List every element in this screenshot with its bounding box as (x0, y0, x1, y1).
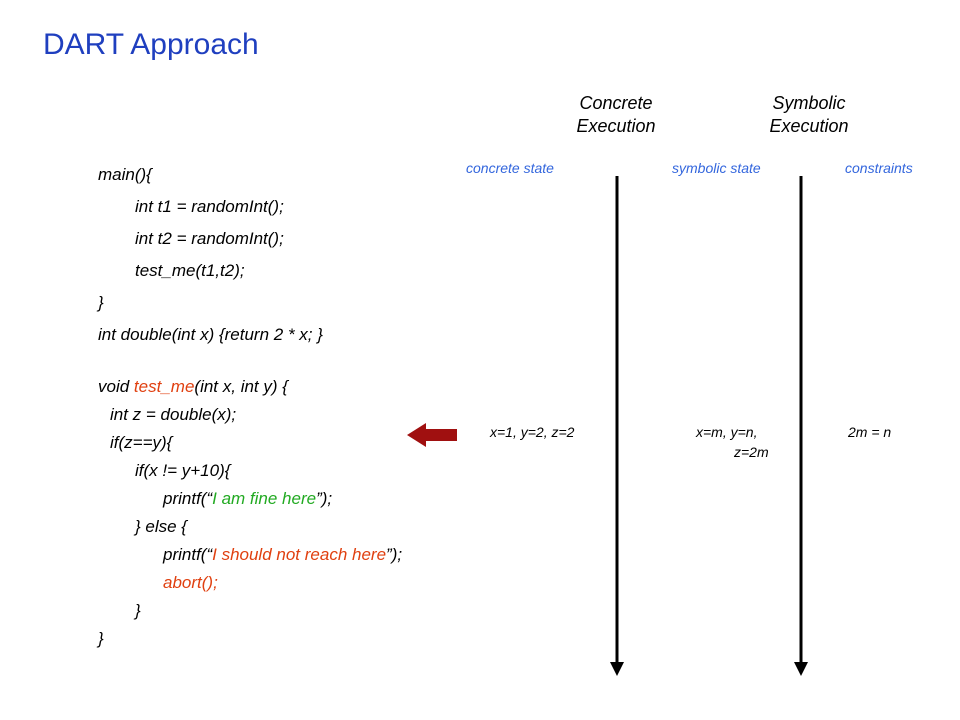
symbolic-state-value-line2: z=2m (734, 444, 769, 460)
code-line-2: int t1 = randomInt(); (135, 197, 284, 216)
code-line-11: printf(“I am fine here”); (163, 489, 332, 509)
code-printf-open-1: printf(“ (163, 489, 213, 508)
code-test-me-params: (int x, int y) { (194, 377, 288, 396)
concrete-state-value: x=1, y=2, z=2 (490, 424, 575, 440)
code-void-keyword: void (98, 377, 134, 396)
constraints-label: constraints (845, 160, 913, 176)
current-line-arrow-icon (407, 423, 457, 447)
symbolic-header-line2: Execution (769, 116, 849, 136)
code-test-me-name: test_me (133, 377, 195, 396)
code-line-16: } (98, 629, 104, 648)
code-line-4: test_me(t1,t2); (135, 261, 245, 280)
symbolic-state-value-line1: x=m, y=n, (696, 424, 758, 440)
code-line-8: int z = double(x); (110, 405, 237, 424)
code-line-1: main(){ (98, 165, 152, 184)
code-line-5: } (98, 293, 104, 312)
code-not-reach-string: I should not reach here (212, 545, 387, 564)
code-printf-open-2: printf(“ (163, 545, 213, 564)
code-printf-close-1: ”); (316, 489, 333, 508)
code-line-14: abort(); (163, 573, 218, 592)
concrete-header-line2: Execution (576, 116, 656, 136)
code-line-9: if(z==y){ (110, 433, 173, 452)
concrete-execution-header: Concrete Execution (536, 92, 696, 138)
code-printf-close-2: ”); (386, 545, 403, 564)
code-line-13: printf(“I should not reach here”); (163, 545, 402, 565)
symbolic-state-label: symbolic state (672, 160, 761, 176)
code-line-3: int t2 = randomInt(); (135, 229, 284, 248)
code-line-7: void test_me(int x, int y) { (98, 377, 288, 397)
page-title: DART Approach (43, 28, 259, 61)
concrete-timeline-arrowhead (610, 662, 624, 676)
concrete-state-label: concrete state (466, 160, 554, 176)
code-line-12: } else { (135, 517, 187, 536)
constraint-value: 2m = n (848, 424, 892, 440)
code-line-10: if(x != y+10){ (135, 461, 231, 480)
symbolic-execution-header: Symbolic Execution (729, 92, 889, 138)
code-line-15: } (135, 601, 141, 620)
code-line-6: int double(int x) {return 2 * x; } (98, 325, 323, 344)
concrete-header-line1: Concrete (579, 93, 653, 113)
code-fine-string: I am fine here (212, 489, 317, 508)
symbolic-timeline-arrowhead (794, 662, 808, 676)
symbolic-header-line1: Symbolic (772, 93, 846, 113)
